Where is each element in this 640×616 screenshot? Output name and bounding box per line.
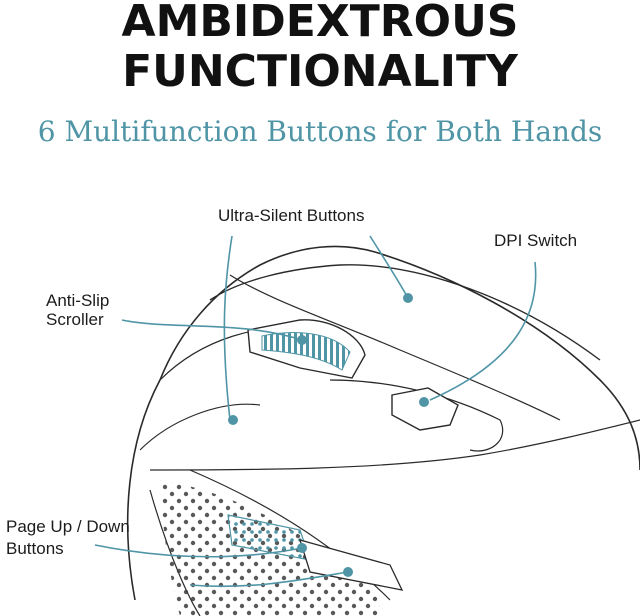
dpi-switch-button bbox=[391, 387, 459, 431]
headline-line-2: FUNCTIONALITY bbox=[122, 46, 518, 97]
page-buttons-callout-line bbox=[94, 544, 303, 558]
dpi-switch-dot bbox=[419, 397, 429, 407]
subheadline: 6 Multifunction Buttons for Both Hands bbox=[37, 115, 603, 148]
ultra-silent-callout-line-1 bbox=[223, 235, 233, 421]
page-up-down-label-line-1: Page Up / Down bbox=[6, 517, 130, 536]
ultra-silent-dot-right bbox=[403, 293, 413, 303]
ultra-silent-callout-line-2 bbox=[369, 235, 409, 299]
mouse-lower-edge bbox=[149, 419, 640, 471]
mouse-button-split bbox=[229, 274, 561, 421]
mouse-top-shell bbox=[209, 264, 601, 361]
page-down-dot bbox=[343, 567, 353, 577]
anti-slip-label-line-2: Scroller bbox=[46, 310, 104, 329]
scroll-wheel bbox=[247, 319, 366, 379]
anti-slip-dot bbox=[297, 335, 307, 345]
ultra-silent-dot-left bbox=[228, 415, 238, 425]
mouse-inner-ridge bbox=[329, 379, 504, 452]
dpi-switch-label: DPI Switch bbox=[494, 231, 578, 250]
dpi-callout-line bbox=[429, 261, 537, 401]
headline-line-1: AMBIDEXTROUS bbox=[121, 0, 519, 47]
mouse-front-curve bbox=[139, 403, 261, 451]
page-buttons-callout-line-2 bbox=[189, 571, 349, 588]
callout-lines bbox=[94, 235, 537, 588]
page-up-dot bbox=[297, 543, 307, 553]
anti-slip-callout-line bbox=[121, 319, 303, 341]
ultra-silent-buttons-label: Ultra-Silent Buttons bbox=[218, 206, 365, 225]
callout-dots bbox=[228, 293, 429, 577]
mouse-body-outline bbox=[126, 245, 640, 601]
page-down-button bbox=[299, 539, 404, 591]
anti-slip-label-line-1: Anti-Slip bbox=[46, 291, 110, 310]
page-up-down-label-line-2: Buttons bbox=[6, 539, 64, 558]
